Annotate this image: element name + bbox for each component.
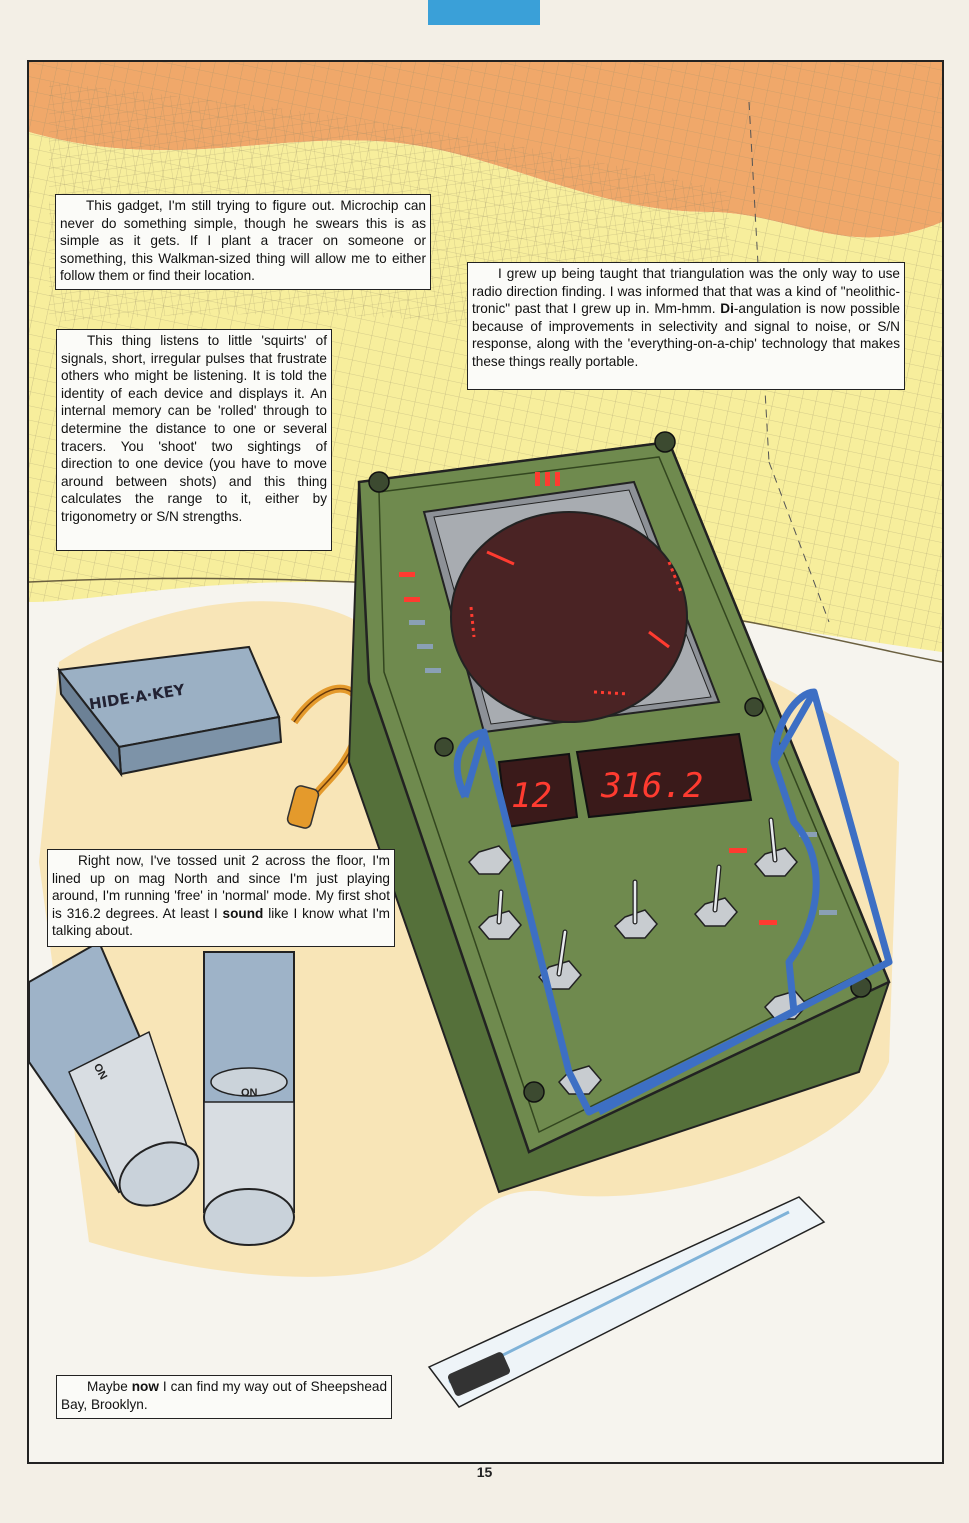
hide-a-key-box: HIDE·A·KEY — [57, 645, 283, 778]
antenna-strip — [427, 1196, 826, 1408]
caption-maybe-now: Maybe now I can find my way out of Sheep… — [56, 1375, 392, 1419]
caption-triangulation-text: I grew up being taught that triangulatio… — [472, 265, 900, 371]
caption-triangulation-bold: Di — [720, 301, 734, 317]
comic-panel: HIDE·A·KEY ON ON — [27, 60, 944, 1464]
display-left: 12 — [511, 776, 552, 816]
caption-gadget-text: This gadget, I'm still trying to figure … — [60, 198, 426, 284]
caption-maybe-now-text: Maybe now I can find my way out of Sheep… — [61, 1378, 387, 1413]
top-color-tab — [428, 0, 540, 25]
display-right: 316.2 — [600, 766, 703, 806]
gadget-illustration: HIDE·A·KEY ON ON — [29, 431, 893, 1408]
page-number: 15 — [476, 1464, 493, 1480]
caption-triangulation: I grew up being taught that triangulatio… — [467, 262, 905, 390]
caption-triangulation-part1: I grew up being taught that triangulatio… — [472, 266, 900, 317]
caption-right-now-part1: Right now, I've tossed unit 2 across the… — [52, 853, 390, 921]
caption-gadget: This gadget, I'm still trying to figure … — [55, 194, 431, 290]
caption-maybe-now-part2: I can find my way out of Sheepshead Bay,… — [61, 1379, 387, 1412]
tracer-right: ON — [203, 951, 295, 1246]
tracer-right-label: ON — [241, 1087, 258, 1099]
tracer-left: ON — [29, 940, 200, 1207]
caption-triangulation-part2: -angulation is now possible because of i… — [472, 301, 900, 369]
caption-right-now-part2: like I know what I'm talking about. — [52, 905, 390, 939]
caption-maybe-now-bold: now — [131, 1379, 159, 1394]
caption-right-now-bold: sound — [222, 905, 264, 921]
caption-right-now: Right now, I've tossed unit 2 across the… — [47, 849, 395, 947]
caption-squirts-text: This thing listens to little 'squirts' o… — [61, 333, 327, 524]
caption-squirts: This thing listens to little 'squirts' o… — [56, 329, 332, 551]
direction-finder-device: 12 316.2 — [347, 431, 893, 1194]
caption-maybe-now-part1: Maybe — [87, 1379, 132, 1394]
caption-right-now-text: Right now, I've tossed unit 2 across the… — [52, 852, 390, 940]
